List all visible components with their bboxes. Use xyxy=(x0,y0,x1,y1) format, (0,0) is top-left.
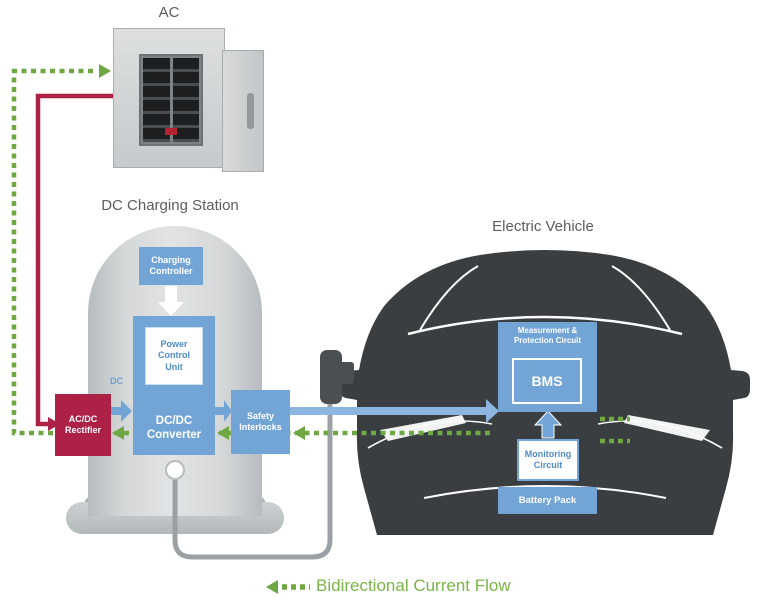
dcdc-converter-label: DC/DC Converter xyxy=(146,415,202,442)
acdc-rectifier-box: AC/DC Rectifier xyxy=(55,394,111,456)
charging-controller-box: Charging Controller xyxy=(139,247,203,285)
dc-charging-station-label: DC Charging Station xyxy=(101,197,239,214)
headlight-right xyxy=(624,415,710,441)
battery-pack-box: Battery Pack xyxy=(498,487,597,514)
hood-crease-right xyxy=(597,420,723,449)
dcdc-converter-group: Power Control Unit DC/DC Converter xyxy=(133,316,215,455)
ac-label: AC xyxy=(158,4,180,21)
monitoring-circuit-box: Monitoring Circuit xyxy=(517,439,579,481)
roof-pillar-right xyxy=(611,265,671,331)
arrow-safety-to-vehicle xyxy=(290,399,499,423)
roof-pillar-left xyxy=(419,265,479,331)
measurement-protection-group: Measurement & Protection Circuit BMS xyxy=(498,322,597,412)
electric-vehicle-label: Electric Vehicle xyxy=(492,218,594,235)
charging-connector xyxy=(320,350,354,404)
hood-crease-left xyxy=(367,420,493,449)
bidirectional-legend-icon xyxy=(266,580,310,594)
breaker-red-switch xyxy=(165,128,177,135)
headlight-left xyxy=(380,415,466,441)
power-control-unit-label: Power Control Unit xyxy=(158,339,190,372)
dc-line-tag: DC xyxy=(110,376,123,386)
door-handle xyxy=(247,93,254,129)
bidirectional-legend-label: Bidirectional Current Flow xyxy=(316,576,511,595)
arrow-monitoring-to-bms xyxy=(533,410,563,439)
safety-interlocks-box: Safety Interlocks xyxy=(231,390,290,454)
power-control-unit-box: Power Control Unit xyxy=(145,327,203,385)
breaker-panel-door xyxy=(222,50,264,172)
measurement-protection-label: Measurement & Protection Circuit xyxy=(513,326,582,346)
bms-box: BMS xyxy=(512,358,582,404)
